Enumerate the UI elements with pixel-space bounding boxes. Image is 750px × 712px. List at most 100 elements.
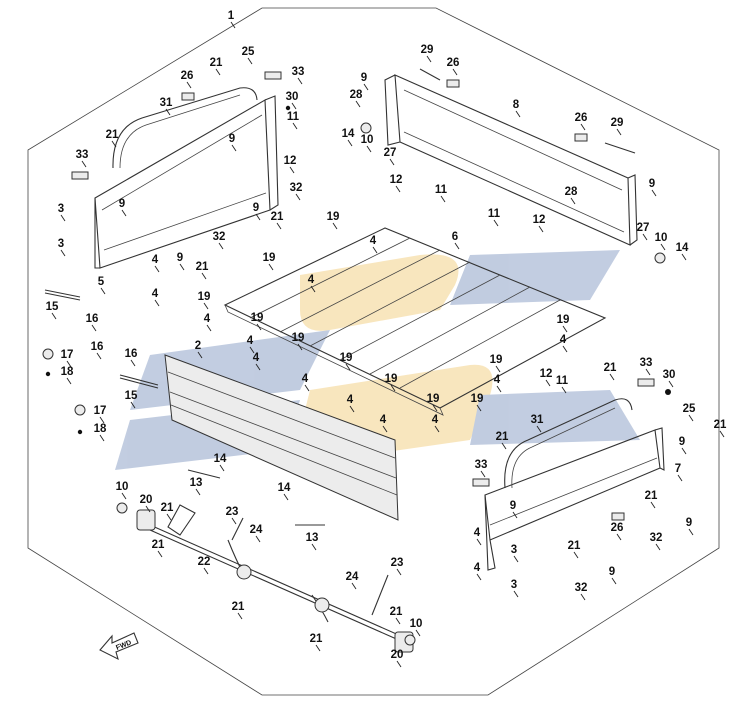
leader-line: [201, 272, 207, 280]
leader-line: [206, 324, 212, 332]
leader-line: [513, 555, 519, 563]
leader-line: [345, 363, 351, 371]
leader-line: [51, 312, 57, 320]
callout-c18b: 18: [94, 423, 107, 435]
leader-line: [515, 110, 521, 118]
callout-c10c: 10: [116, 481, 129, 493]
callout-c9d: 9: [177, 252, 183, 264]
leader-line: [310, 285, 316, 293]
leader-line: [562, 345, 568, 353]
leader-line: [396, 568, 402, 576]
callout-c4j: 4: [380, 414, 387, 426]
leader-line: [130, 401, 136, 409]
callout-c20a: 20: [140, 494, 153, 506]
leader-line: [616, 128, 622, 136]
callout-c19e: 19: [292, 332, 305, 344]
leader-line: [145, 505, 151, 513]
leader-line: [315, 644, 321, 652]
callout-c13b: 13: [306, 532, 319, 544]
callout-c19c: 19: [198, 291, 211, 303]
callout-c14d: 14: [278, 482, 291, 494]
leader-line: [538, 225, 544, 233]
callout-c30b: 30: [663, 369, 676, 381]
leader-line: [91, 324, 97, 332]
callout-c21m: 21: [390, 606, 403, 618]
leader-line: [157, 550, 163, 558]
callout-c11a: 11: [287, 111, 300, 123]
callout-c28a: 28: [350, 89, 363, 101]
callout-c13a: 13: [190, 477, 203, 489]
latch-linkage: [136, 504, 414, 653]
leader-line: [256, 323, 262, 331]
leader-line: [495, 365, 501, 373]
callout-c14b: 14: [676, 242, 689, 254]
leader-line: [60, 249, 66, 257]
callout-c31a: 31: [160, 97, 173, 109]
leader-line: [476, 538, 482, 546]
leader-line: [255, 535, 261, 543]
leader-line: [203, 567, 209, 575]
leader-line: [501, 442, 507, 450]
callout-c4o: 4: [474, 562, 481, 574]
leader-line: [561, 386, 567, 394]
leader-line: [295, 193, 301, 201]
callout-c11b: 11: [435, 184, 448, 196]
callout-c4h: 4: [302, 373, 309, 385]
callout-c16a: 16: [86, 313, 99, 325]
leader-line: [179, 263, 185, 271]
callout-c9f: 9: [649, 178, 655, 190]
leader-line: [452, 68, 458, 76]
leader-line: [219, 464, 225, 472]
callout-c16c: 16: [125, 348, 138, 360]
leader-line: [60, 214, 66, 222]
leader-line: [231, 144, 237, 152]
callout-c32c: 32: [650, 532, 663, 544]
leader-line: [389, 158, 395, 166]
leader-line: [291, 102, 297, 110]
leader-line: [154, 299, 160, 307]
leader-line: [660, 243, 666, 251]
callout-c9i: 9: [686, 517, 692, 529]
leader-line: [396, 660, 402, 668]
leader-line: [688, 414, 694, 422]
leader-line: [154, 265, 160, 273]
callout-c32b: 32: [213, 231, 226, 243]
callout-c22: 22: [198, 556, 211, 568]
callout-c4i: 4: [347, 394, 354, 406]
callout-c20b: 20: [391, 649, 404, 661]
leader-line: [650, 501, 656, 509]
callout-c8: 8: [513, 99, 520, 111]
callout-c21c: 21: [271, 211, 284, 223]
callout-c14a: 14: [342, 128, 355, 140]
callout-c19f: 19: [340, 352, 353, 364]
leader-line: [440, 195, 446, 203]
callout-c19h: 19: [427, 393, 440, 405]
callout-c9b: 9: [119, 198, 125, 210]
leader-line: [651, 189, 657, 197]
leader-line: [642, 233, 648, 241]
leader-line: [562, 325, 568, 333]
leader-line: [203, 302, 209, 310]
leader-line: [493, 219, 499, 227]
callout-c10a: 10: [361, 134, 374, 146]
callout-c33b: 33: [76, 149, 89, 161]
callout-c21l: 21: [232, 601, 245, 613]
callout-c1: 1: [228, 10, 235, 22]
bed-floor: [223, 227, 607, 416]
leader-line: [289, 166, 295, 174]
leader-line: [218, 242, 224, 250]
leader-line: [513, 590, 519, 598]
leader-line: [297, 343, 303, 351]
callout-c21g: 21: [496, 431, 509, 443]
leader-line: [304, 384, 310, 392]
leader-line: [363, 83, 369, 91]
leader-line: [255, 213, 261, 221]
callout-c16b: 16: [91, 341, 104, 353]
callout-c21h: 21: [645, 490, 658, 502]
leader-line: [512, 511, 518, 519]
leader-line: [349, 405, 355, 413]
leader-line: [311, 543, 317, 551]
callout-c21e: 21: [604, 362, 617, 374]
leader-line: [655, 543, 661, 551]
